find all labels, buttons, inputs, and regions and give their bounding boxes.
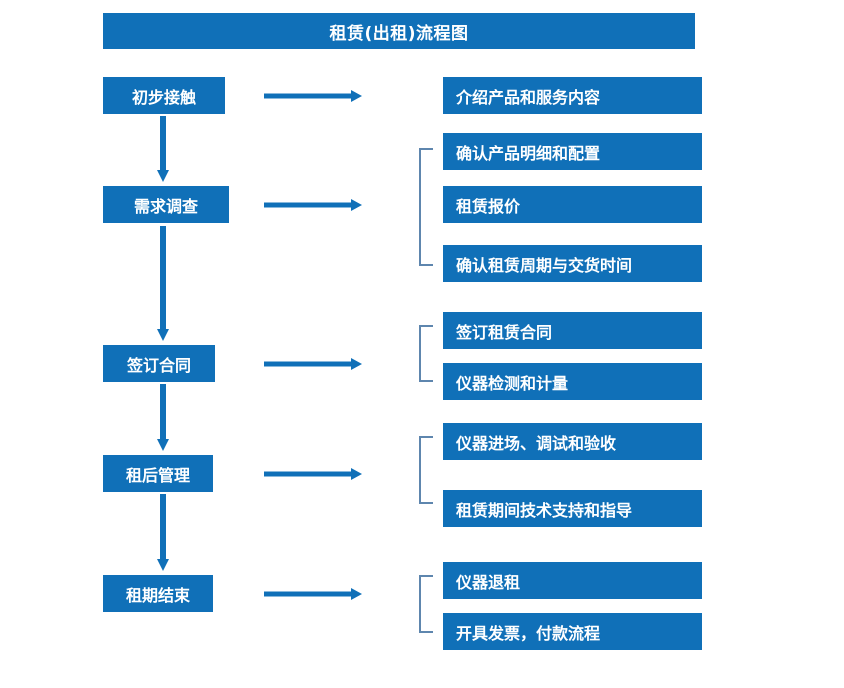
left-bracket-icon	[419, 575, 433, 633]
stage-label: 租期结束	[125, 585, 190, 605]
detail-box-rental-quote[interactable]: 租赁报价	[443, 186, 702, 223]
arrow-right-icon	[264, 356, 362, 372]
detail-label: 介绍产品和服务内容	[456, 87, 601, 107]
detail-label: 确认产品明细和配置	[456, 143, 601, 163]
detail-label: 仪器检测和计量	[456, 373, 569, 393]
stage-label: 初步接触	[131, 87, 196, 107]
arrow-down-icon	[155, 226, 171, 341]
stage-box-initial-contact[interactable]: 初步接触	[103, 77, 225, 114]
detail-label: 租赁报价	[456, 196, 521, 216]
arrow-right-icon	[264, 88, 362, 104]
stage-box-post-rent-mgmt[interactable]: 租后管理	[103, 455, 213, 492]
detail-box-instrument-test[interactable]: 仪器检测和计量	[443, 363, 702, 400]
detail-label: 仪器退租	[456, 572, 521, 592]
detail-box-instrument-return[interactable]: 仪器退租	[443, 562, 702, 599]
arrow-down-icon	[155, 384, 171, 451]
stage-label: 租后管理	[125, 465, 190, 485]
arrow-down-icon	[155, 494, 171, 571]
stage-box-sign-contract[interactable]: 签订合同	[103, 345, 215, 382]
detail-label: 仪器进场、调试和验收	[456, 433, 617, 453]
stage-label: 签订合同	[126, 355, 191, 375]
detail-box-sign-rental-contract[interactable]: 签订租赁合同	[443, 312, 702, 349]
arrow-right-icon	[264, 586, 362, 602]
arrow-right-icon	[264, 466, 362, 482]
detail-box-tech-support[interactable]: 租赁期间技术支持和指导	[443, 490, 702, 527]
detail-box-introduce-products[interactable]: 介绍产品和服务内容	[443, 77, 702, 114]
page-title: 租赁(出租)流程图	[103, 13, 695, 49]
detail-box-instrument-onsite[interactable]: 仪器进场、调试和验收	[443, 423, 702, 460]
detail-label: 租赁期间技术支持和指导	[456, 500, 633, 520]
stage-label: 需求调查	[133, 196, 198, 216]
detail-label: 开具发票，付款流程	[456, 623, 601, 643]
arrow-down-icon	[155, 116, 171, 182]
left-bracket-icon	[419, 148, 433, 266]
detail-box-invoice-payment[interactable]: 开具发票，付款流程	[443, 613, 702, 650]
detail-label: 确认租赁周期与交货时间	[456, 255, 633, 275]
left-bracket-icon	[419, 325, 433, 382]
arrow-right-icon	[264, 197, 362, 213]
left-bracket-icon	[419, 436, 433, 504]
detail-label: 签订租赁合同	[456, 322, 553, 342]
stage-box-demand-survey[interactable]: 需求调查	[103, 186, 229, 223]
detail-box-confirm-spec[interactable]: 确认产品明细和配置	[443, 133, 702, 170]
stage-box-rental-end[interactable]: 租期结束	[103, 575, 213, 612]
detail-box-confirm-period[interactable]: 确认租赁周期与交货时间	[443, 245, 702, 282]
